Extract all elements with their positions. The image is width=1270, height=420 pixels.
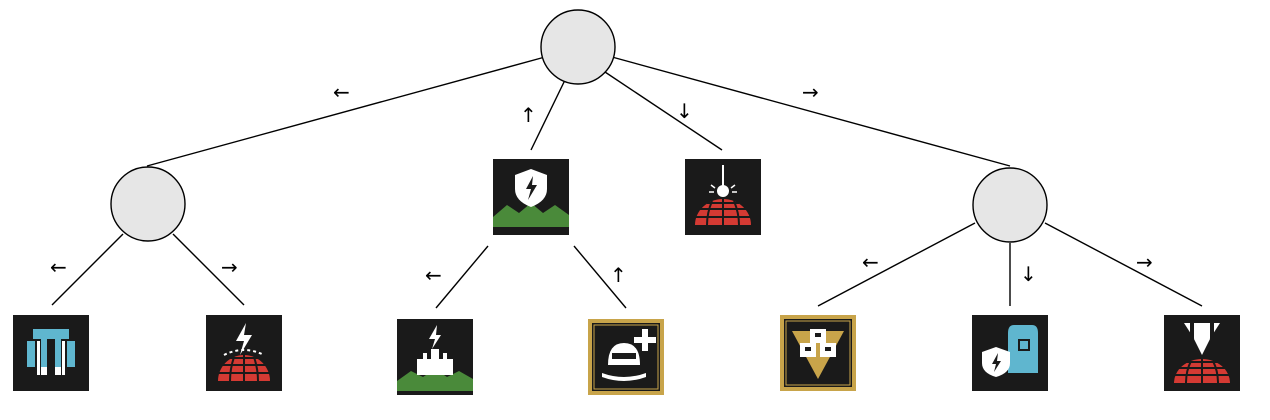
helmet-plus-icon [588,319,664,395]
root-node [540,9,616,85]
arrow-right-child-0: ← [862,250,879,274]
supply-crates-icon [780,315,856,391]
shield-lightning-hills-icon [493,159,569,235]
edge-left-child-0 [51,233,124,306]
arrow-up-child-0: ← [425,263,442,287]
arrow-root-right: → [802,80,819,104]
arrow-root-up: ↑ [520,103,537,127]
direction-arrows: ← ↑ ↓ → ← → ← ↑ ← ↓ → [50,80,1153,287]
arrow-left-child-0: ← [50,255,67,279]
drop-globe-icon [1164,315,1240,391]
twin-thruster-icon [13,315,89,391]
right-branch-node [972,167,1048,243]
arrow-up-child-1: ↑ [610,263,627,287]
edge-root-left [146,56,546,167]
lightning-fortress-icon [397,319,473,395]
branch-nodes [110,9,1048,243]
edge-left-child-1 [172,233,245,306]
arrow-root-left: ← [333,80,350,104]
left-branch-node [110,166,186,242]
arrow-right-child-1: ↓ [1020,262,1037,286]
edge-right-child-0 [817,222,976,307]
lightning-globe-icon [206,315,282,391]
edge-root-up [530,79,566,151]
arrow-left-child-1: → [221,255,238,279]
edges [51,56,1203,309]
shield-backpack-icon [972,315,1048,391]
arrow-right-child-2: → [1136,250,1153,274]
edge-right-child-2 [1044,222,1203,307]
edge-up-child-1 [573,245,627,309]
edge-up-child-0 [435,245,489,309]
orbital-strike-globe-icon [685,159,761,235]
edge-root-down [604,71,723,151]
edge-root-right [611,56,1011,167]
arrow-root-down: ↓ [676,99,693,123]
